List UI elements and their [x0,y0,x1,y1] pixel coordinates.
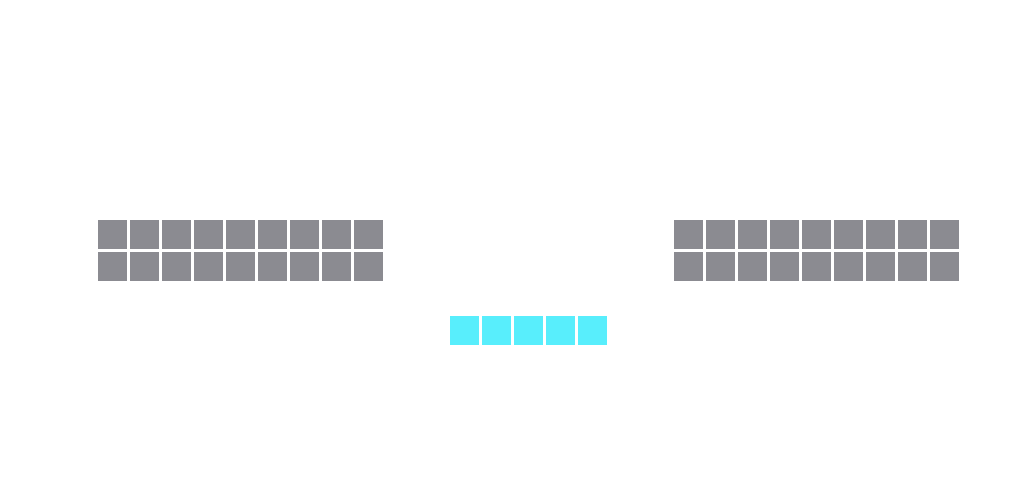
wall-block [162,252,191,281]
wall-block [194,220,223,249]
player-block[interactable] [514,316,543,345]
wall-block [322,252,351,281]
wall-block [674,220,703,249]
wall-block [226,220,255,249]
wall-block [674,252,703,281]
wall-block [130,252,159,281]
wall-block [930,220,959,249]
wall-block [866,252,895,281]
wall-block [290,252,319,281]
wall-block [258,252,287,281]
wall-block [898,220,927,249]
wall-block [354,220,383,249]
wall-block [706,252,735,281]
wall-block [322,220,351,249]
player-block[interactable] [450,316,479,345]
wall-block [226,252,255,281]
player-block[interactable] [482,316,511,345]
wall-block [354,252,383,281]
wall-block [770,220,799,249]
wall-block [738,252,767,281]
player-block[interactable] [546,316,575,345]
player-block[interactable] [578,316,607,345]
wall-block [770,252,799,281]
wall-block [98,252,127,281]
wall-block [834,252,863,281]
wall-block [898,252,927,281]
wall-block [930,252,959,281]
wall-block [162,220,191,249]
wall-block [290,220,319,249]
wall-block [130,220,159,249]
wall-block [258,220,287,249]
wall-block [194,252,223,281]
wall-block [834,220,863,249]
wall-block [706,220,735,249]
wall-block [866,220,895,249]
wall-block [98,220,127,249]
wall-block [802,252,831,281]
wall-block [738,220,767,249]
wall-block [802,220,831,249]
